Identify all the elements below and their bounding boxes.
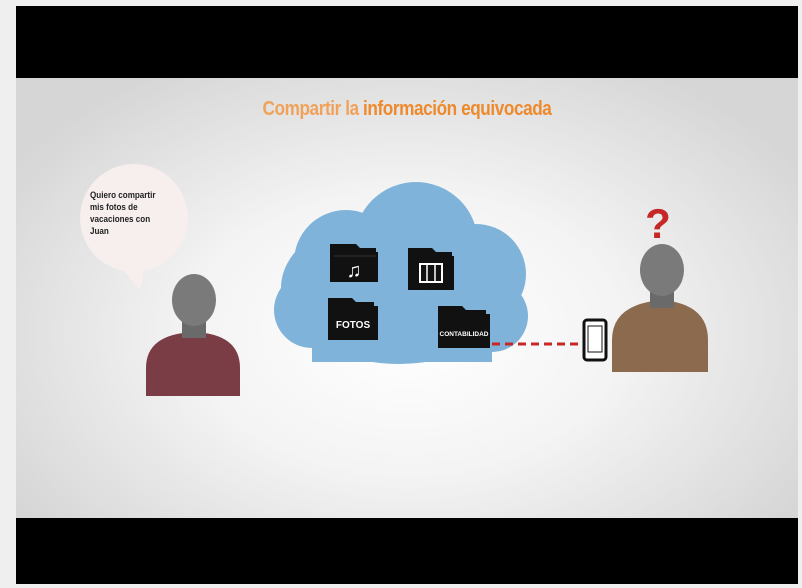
phone-icon xyxy=(582,318,608,362)
speech-bubble-text: Quiero compartir mis fotos de vacaciones… xyxy=(90,190,156,237)
folder-fotos-label: FOTOS xyxy=(336,320,371,331)
speech-bubble xyxy=(80,164,188,290)
folder-fotos[interactable]: FOTOS xyxy=(328,298,378,340)
video-stage: Compartir la información equivocada xyxy=(16,78,798,518)
person-left xyxy=(146,274,240,396)
question-mark-icon: ? xyxy=(645,200,671,247)
folder-film[interactable] xyxy=(408,248,454,290)
film-strip-icon xyxy=(419,263,443,283)
folder-music[interactable]: ♫ xyxy=(330,244,378,282)
folder-contabilidad[interactable]: CONTABILIDAD xyxy=(438,306,490,348)
illustration: ♫ FOTOS CONTA xyxy=(80,164,708,396)
title-part-1: Compartir la xyxy=(262,98,364,120)
title: Compartir la información equivocada xyxy=(71,98,744,121)
person-right xyxy=(612,244,708,372)
title-part-2: información equivocada xyxy=(363,98,552,120)
music-note-icon: ♫ xyxy=(347,260,362,282)
folder-contabilidad-label: CONTABILIDAD xyxy=(440,331,489,338)
video-frame[interactable]: Compartir la información equivocada xyxy=(16,6,798,584)
